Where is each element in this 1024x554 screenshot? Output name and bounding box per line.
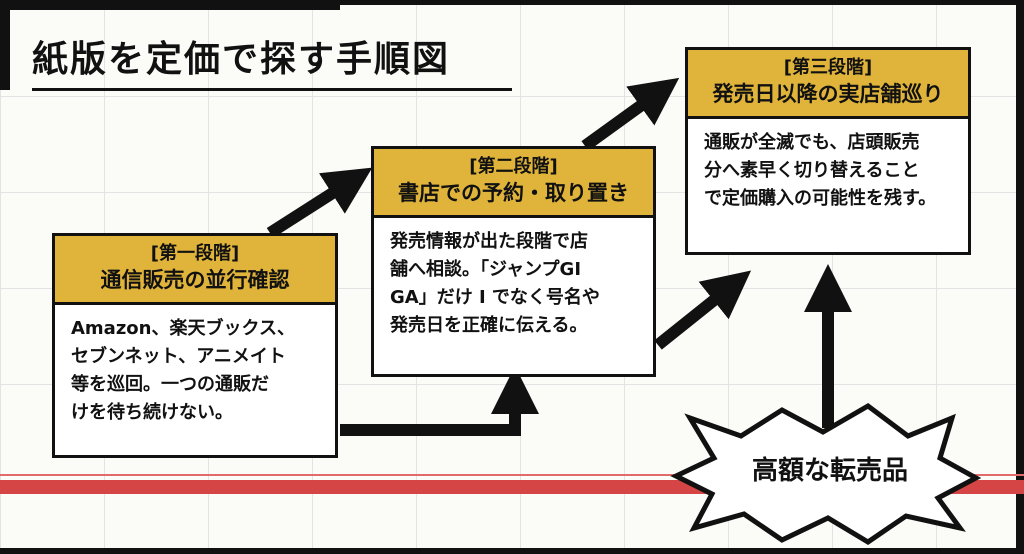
step-1-line: セブンネット、アニメイト (71, 346, 286, 367)
step-3-header: [第三段階] 発売日以降の実店舗巡り (688, 50, 968, 119)
step-2-name: 書店での予約・取り置き (398, 181, 629, 205)
burst-shape (670, 403, 982, 545)
step-3-line: 分へ素早く切り替えること (704, 160, 920, 181)
frame-edge-right (1016, 0, 1024, 554)
step-2-body: 発売情報が出た段階で店 舗へ相談。「ジャンプGI GA」だけ I でなく号名や … (374, 218, 653, 350)
step-3-line: 通販が全滅でも、店頭販売 (704, 132, 920, 153)
arrow-step1-to-step2 (266, 167, 373, 239)
frame-edge-bottom (0, 548, 1024, 554)
step-3-body: 通販が全滅でも、店頭販売 分へ素早く切り替えること で定価購入の可能性を残す。 (688, 119, 968, 223)
frame-edge-top (340, 0, 1024, 5)
step-1-stage: [第一段階] (150, 243, 240, 264)
step-2-card: [第二段階] 書店での予約・取り置き 発売情報が出た段階で店 舗へ相談。「ジャン… (371, 146, 656, 377)
burst-label: 高額な転売品 (751, 456, 908, 486)
step-1-header: [第一段階] 通信販売の並行確認 (55, 236, 335, 305)
step-3-name: 発売日以降の実店舗巡り (712, 82, 944, 106)
step-1-name: 通信販売の並行確認 (100, 268, 290, 292)
step-2-line: 発売日を正確に伝える。 (390, 315, 588, 336)
step-1-line: 等を巡回。一つの通販だ (71, 374, 269, 395)
arrow-step2-to-step3 (581, 77, 680, 151)
page-title: 紙版を定価で探す手順図 (32, 39, 451, 80)
frame-corner-top (0, 0, 340, 10)
step-3-stage: [第三段階] (783, 57, 873, 78)
arrow-step1-to-step2-lower (340, 366, 539, 436)
red-guide-line (0, 474, 1024, 476)
step-1-card: [第一段階] 通信販売の並行確認 Amazon、楽天ブックス、 セブンネット、ア… (52, 233, 338, 458)
step-1-line: Amazon、楽天ブックス、 (71, 318, 295, 339)
arrow-step2-to-step3-lower (654, 270, 752, 350)
frame-corner-left (0, 0, 10, 90)
step-1-body: Amazon、楽天ブックス、 セブンネット、アニメイト 等を巡回。一つの通販だ … (55, 305, 335, 437)
step-2-line: GA」だけ I でなく号名や (390, 287, 600, 308)
step-2-line: 発売情報が出た段階で店 (390, 231, 588, 252)
step-3-line: で定価購入の可能性を残す。 (704, 188, 937, 209)
step-2-header: [第二段階] 書店での予約・取り置き (374, 149, 653, 218)
step-2-line: 舗へ相談。「ジャンプGI (390, 259, 582, 280)
title-underline (32, 88, 512, 91)
step-2-stage: [第二段階] (469, 156, 558, 177)
step-3-card: [第三段階] 発売日以降の実店舗巡り 通販が全滅でも、店頭販売 分へ素早く切り替… (685, 47, 971, 255)
step-1-line: けを待ち続けない。 (71, 402, 233, 423)
